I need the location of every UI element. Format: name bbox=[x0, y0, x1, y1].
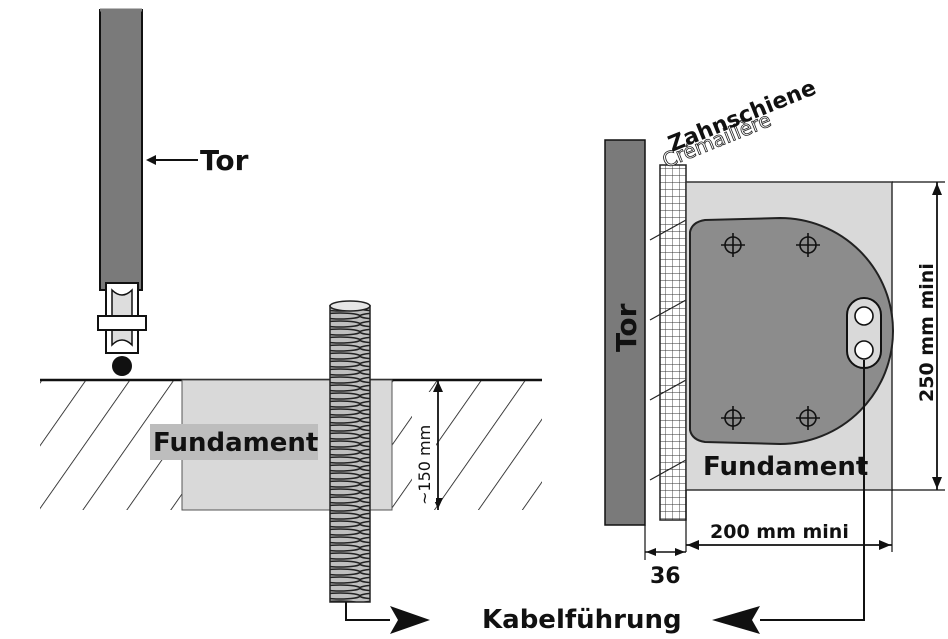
cable-slot bbox=[846, 297, 882, 369]
cable-conduit bbox=[329, 300, 430, 634]
offset-dimension: 36 bbox=[644, 525, 686, 589]
fundament-label-bg bbox=[150, 424, 318, 460]
bolt-holes bbox=[721, 233, 820, 430]
gate-top bbox=[604, 139, 646, 526]
tor-label-top: Tor bbox=[610, 303, 643, 352]
height-label: 250 mm mini bbox=[916, 263, 938, 402]
gate-side bbox=[97, 8, 147, 376]
kabelfuehrung-label: Kabelführung bbox=[482, 605, 682, 635]
width-label: 200 mm mini bbox=[710, 521, 849, 543]
top-view: Tor Fundament Crémaillère Zahnschiene bbox=[604, 76, 945, 634]
cable-route-top bbox=[712, 360, 865, 634]
depth-dimension: ~150 mm bbox=[412, 380, 443, 510]
zahnschiene-label: Zahnschiene bbox=[665, 76, 820, 158]
side-view: Fundament Tor ~150 mm bbox=[40, 8, 542, 634]
rack-top bbox=[659, 164, 687, 521]
depth-label: ~150 mm bbox=[415, 425, 434, 505]
fundament-label-side: Fundament bbox=[153, 428, 318, 458]
offset-label: 36 bbox=[650, 564, 681, 589]
motor-plate bbox=[689, 216, 894, 446]
height-dimension: 250 mm mini bbox=[892, 181, 945, 491]
fundament-label-top-bg bbox=[700, 448, 866, 484]
width-dimension: 200 mm mini bbox=[685, 490, 893, 552]
tor-label-side: Tor bbox=[200, 144, 249, 177]
fundament-label-top: Fundament bbox=[703, 452, 868, 482]
